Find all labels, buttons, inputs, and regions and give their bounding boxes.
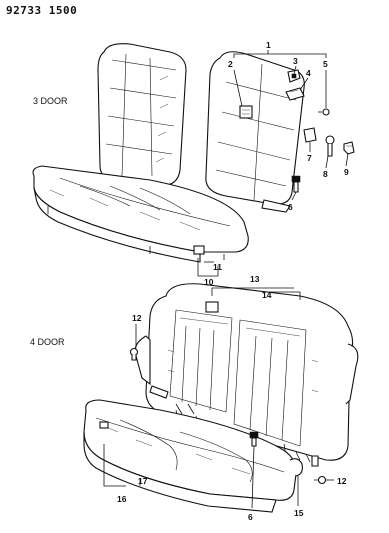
callout-16: 16 <box>117 494 127 504</box>
section-label-4-door: 4 DOOR <box>30 337 65 347</box>
callout-14: 14 <box>262 290 272 300</box>
leader-lines <box>103 50 349 509</box>
callout-10: 10 <box>204 277 214 287</box>
diagram-part-number: 92733 1500 <box>6 4 78 17</box>
callout-3: 3 <box>293 56 298 66</box>
seat-back-left-3door <box>97 43 187 187</box>
seat-cushion-4door <box>83 399 311 513</box>
callout-9: 9 <box>344 167 349 177</box>
callout-5: 5 <box>323 59 328 69</box>
callout-7: 7 <box>307 153 312 163</box>
callout-4: 4 <box>306 68 311 78</box>
seat-back-right-3door <box>205 51 305 213</box>
section-label-3-door: 3 DOOR <box>33 96 68 106</box>
callout-8: 8 <box>323 169 328 179</box>
callout-6-top: 6 <box>288 202 293 212</box>
hardware-4door <box>129 347 327 485</box>
callout-11: 11 <box>213 262 222 272</box>
callout-12-right: 12 <box>337 476 347 486</box>
callout-6-bottom: 6 <box>248 512 253 522</box>
callout-12-left: 12 <box>132 313 142 323</box>
callout-13: 13 <box>250 274 260 284</box>
callout-2: 2 <box>228 59 233 69</box>
callout-17: 17 <box>138 476 148 486</box>
callout-15: 15 <box>294 508 304 518</box>
callout-labels: 1 2 3 4 5 7 8 9 6 10 11 13 14 12 12 16 1… <box>117 40 349 522</box>
callout-1: 1 <box>266 40 271 50</box>
seat-back-4door <box>134 283 359 461</box>
seat-cushion-3door <box>32 165 249 263</box>
